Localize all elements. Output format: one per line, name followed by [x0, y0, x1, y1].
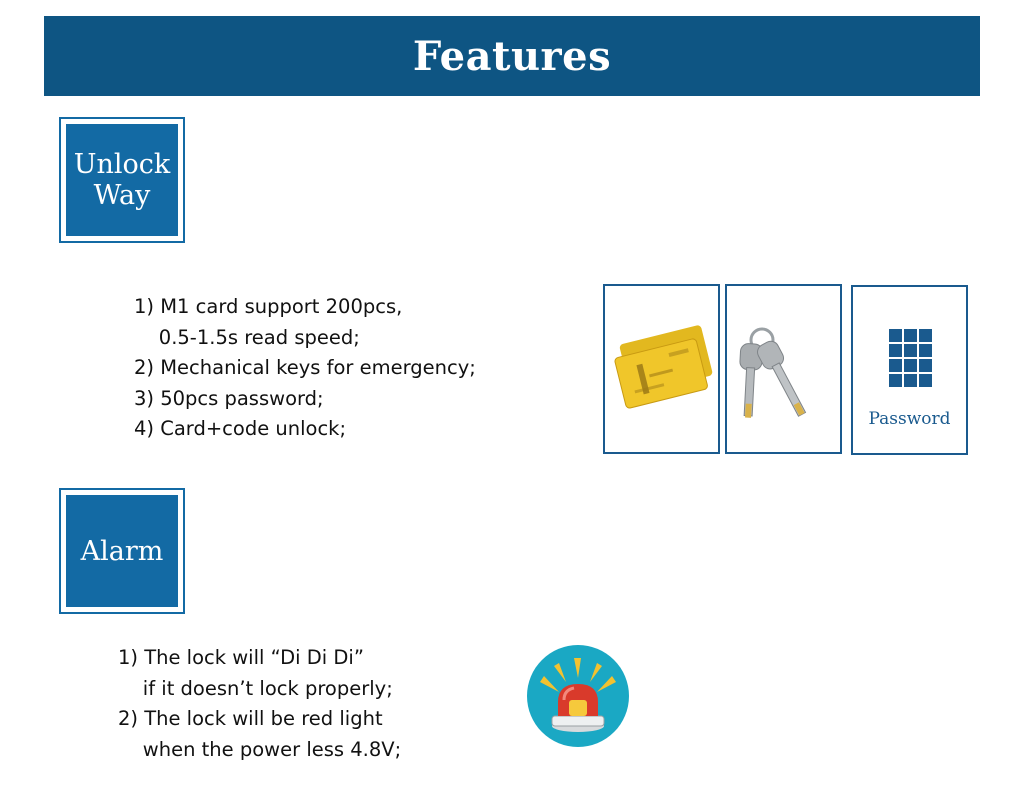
- alarm-feature-list: 1) The lock will “Di Di Di” if it doesn’…: [118, 643, 401, 765]
- card-icon: [614, 325, 713, 409]
- alarm-badge: Alarm: [59, 488, 185, 614]
- list-item: 0.5-1.5s read speed;: [134, 325, 360, 349]
- alarm-label: Alarm: [80, 535, 164, 567]
- siren-icon: [527, 645, 629, 747]
- card-photo: [603, 284, 720, 454]
- list-item: 1) M1 card support 200pcs,: [134, 295, 403, 318]
- list-item: when the power less 4.8V;: [118, 737, 402, 761]
- list-item: 3) 50pcs password;: [134, 386, 324, 410]
- list-item: if it doesn’t lock properly;: [118, 676, 393, 700]
- page-title: Features: [412, 32, 612, 80]
- features-banner: Features: [44, 16, 980, 96]
- unlock-feature-list: 1) M1 card support 200pcs, 0.5-1.5s read…: [134, 292, 476, 445]
- keys-photo: [725, 284, 842, 454]
- list-item: 1) The lock will “Di Di Di”: [118, 646, 364, 669]
- list-item: 2) Mechanical keys for emergency;: [134, 356, 476, 379]
- unlock-way-badge: Unlock Way: [59, 117, 185, 243]
- password-tile: Password: [851, 285, 968, 455]
- list-item: 4) Card+code unlock;: [134, 417, 347, 440]
- keys-icon: [739, 327, 807, 418]
- unlock-way-badge-fill: Unlock Way: [66, 124, 178, 236]
- password-caption: Password: [868, 409, 951, 429]
- list-item: 2) The lock will be red light: [118, 707, 383, 730]
- unlock-way-label: Unlock Way: [73, 149, 171, 211]
- alarm-badge-fill: Alarm: [66, 495, 178, 607]
- keypad-icon: [889, 329, 932, 387]
